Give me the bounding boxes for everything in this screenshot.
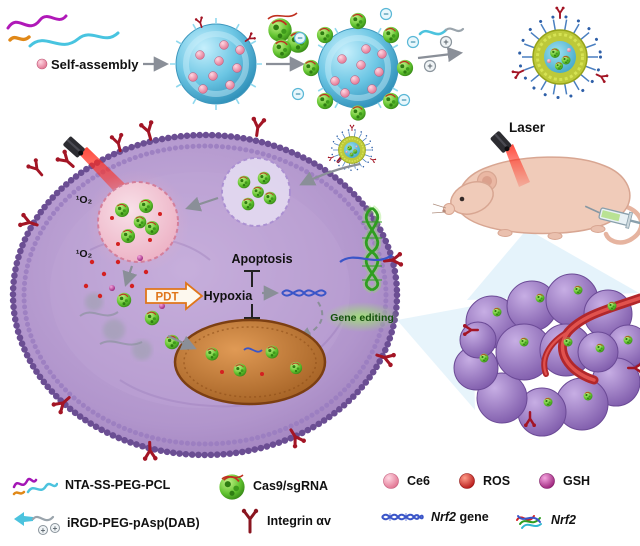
legend-label: GSH [563, 474, 591, 488]
minus-sign: − [383, 9, 388, 19]
protein-ribbon-icon [516, 515, 542, 529]
minus-sign: − [297, 33, 302, 43]
nrf2-gene-helix [339, 205, 393, 294]
legend-item-nrf2-gene: Nrf2 gene [380, 508, 489, 526]
legend-label: Nrf2 gene [431, 510, 489, 524]
coating-polymer-icon [418, 27, 465, 36]
nucleus-entry-arrow [297, 301, 324, 340]
pdt-label: PDT [156, 292, 179, 304]
legend-item-gsh: GSH [538, 472, 590, 490]
negative-charges: − − − − − [291, 7, 420, 107]
bare-micelle [170, 18, 262, 110]
inhibition-bar-down [244, 304, 260, 319]
free-polymer-chains [6, 14, 120, 48]
legend-label: Integrin αv [267, 514, 331, 528]
minus-sign: − [410, 37, 415, 47]
legend-label: iRGD-PEG-pAsp(DAB) [67, 516, 200, 530]
hypoxia-label: Hypoxia [204, 289, 254, 303]
endosome-1 [86, 170, 190, 274]
tumor [453, 273, 640, 437]
syringe [584, 205, 640, 229]
singlet-oxygen-label-1: ¹O₂ [76, 194, 93, 206]
ce6-dot [36, 58, 48, 70]
released-cargo [79, 255, 180, 360]
gsh-dots [109, 255, 165, 309]
assembly-arrow-3 [417, 46, 464, 63]
nucleus [173, 318, 327, 406]
self-assembly-label: Self-assembly [51, 57, 139, 72]
irgd-polymer-icon: + + [14, 512, 60, 535]
legend-item-cas9-sgrna: Cas9/sgRNA [218, 472, 328, 500]
mouse-tail [603, 203, 640, 245]
plus-sign: + [53, 524, 58, 533]
legend-item-integrin: Integrin αv [240, 508, 331, 534]
cell-membrane [9, 131, 401, 459]
minus-sign: − [295, 89, 300, 99]
legend-label: Nrf2 [551, 513, 577, 527]
cas9-sgrna-icon [218, 473, 246, 500]
plus-sign: + [443, 37, 448, 47]
legend-label: ROS [483, 474, 511, 488]
final-nanoparticle [511, 7, 609, 98]
release-arrow [122, 265, 138, 287]
laser-beam-mouse [505, 144, 530, 187]
legend: NTA-SS-PEG-PCL Cas9/sgRNA Ce6 ROS GSH + [0, 462, 640, 546]
trafficking-arrow [185, 196, 219, 212]
legend-label: Ce6 [407, 474, 430, 488]
plus-sign: + [41, 526, 46, 535]
ros-dots [83, 259, 149, 299]
legend-label: NTA-SS-PEG-PCL [65, 478, 171, 492]
gene-editing-badge: Gene editing [324, 302, 400, 332]
nrf2-mrna-helix [281, 289, 327, 297]
legend-label: Cas9/sgRNA [253, 479, 329, 493]
scene-svg: Self-assembly − − − − − [6, 0, 640, 462]
mouse-eye [459, 196, 465, 202]
polymer-chain-icon [12, 477, 58, 496]
legend-item-nta-ss-peg-pcl: NTA-SS-PEG-PCL [12, 472, 170, 498]
singlet-oxygen-label-2: ¹O₂ [76, 248, 93, 260]
plus-sign: + [427, 61, 432, 71]
legend-item-ce6: Ce6 [382, 472, 430, 490]
entering-nanoparticle [328, 125, 377, 170]
legend-item-nrf2-protein: Nrf2 [514, 508, 576, 532]
zoom-cone-mouse-tumor [467, 229, 639, 300]
mouse-body [457, 156, 631, 235]
legend-item-ros: ROS [458, 472, 510, 490]
integrin-icon [241, 508, 259, 534]
mouse [431, 156, 640, 245]
zoom-cone-tumor-cell [397, 306, 475, 410]
dna-helix-icon [381, 513, 424, 521]
apoptosis-label: Apoptosis [231, 252, 292, 266]
minus-sign: − [401, 95, 406, 105]
endocytosis-arrow [299, 162, 361, 186]
cas9-cluster [267, 12, 310, 60]
nucleus-arrow-left [167, 335, 197, 350]
endosome-2 [221, 157, 291, 227]
cas9-loaded-micelle [302, 12, 414, 122]
laser-label: Laser [509, 120, 546, 135]
gene-editing-label: Gene editing [330, 312, 394, 324]
positive-charges: + + [423, 35, 453, 73]
pdt-arrow: PDT [145, 281, 204, 311]
legend-item-irgd-peg-pasp-dab: + + iRGD-PEG-pAsp(DAB) [12, 508, 200, 538]
gsh-icon [539, 473, 555, 489]
ce6-icon [383, 473, 399, 489]
inhibition-bar-up [244, 270, 260, 287]
ros-icon [459, 473, 475, 489]
